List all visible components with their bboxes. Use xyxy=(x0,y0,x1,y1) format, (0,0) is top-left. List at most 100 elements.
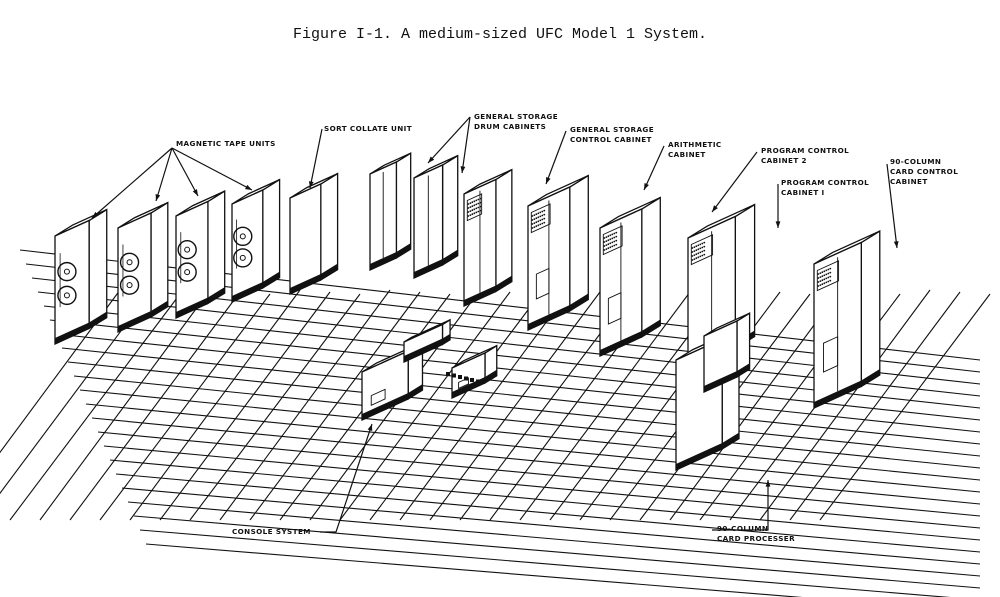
label-program-control-1: PROGRAM CONTROL CABINET I xyxy=(781,178,869,198)
label-general-storage-drum: GENERAL STORAGE DRUM CABINETS xyxy=(474,112,558,132)
leader-line xyxy=(643,145,665,191)
panel-lamp xyxy=(699,255,702,258)
leader-arithmetic xyxy=(643,145,665,191)
panel-lamp xyxy=(823,274,826,277)
floor-grid-line xyxy=(91,417,981,505)
panel-lamp xyxy=(471,213,474,216)
panel-lamp xyxy=(473,208,476,211)
panel-lamp xyxy=(819,276,822,278)
tape-reel xyxy=(57,285,77,306)
panel-lamp xyxy=(607,247,610,250)
panel-lamp xyxy=(825,269,828,272)
panel-lamp xyxy=(471,205,474,208)
panel-lamp xyxy=(471,201,474,204)
label-line: CABINET I xyxy=(781,188,825,197)
console-key xyxy=(446,372,450,376)
label-line: PROGRAM CONTROL xyxy=(781,178,870,187)
floor-grid-line xyxy=(79,389,981,481)
cabinet-window xyxy=(535,267,550,300)
panel-lamp xyxy=(695,245,698,248)
panel-lamp xyxy=(699,243,702,246)
floor-grid-line xyxy=(55,333,981,433)
cabinet-plinth xyxy=(722,432,739,449)
panel-lamp xyxy=(701,250,704,253)
tape-reel xyxy=(177,262,197,282)
label-card-control-cabinet: 90-COLUMN CARD CONTROL CABINET xyxy=(890,157,958,187)
leader-arrowhead xyxy=(192,189,198,196)
panel-lamp xyxy=(611,245,614,248)
tape-reel-hub xyxy=(184,246,191,253)
floor-grid-line xyxy=(669,289,841,521)
console-desk-right xyxy=(451,344,498,400)
leader-drum-1 xyxy=(427,116,471,164)
panel-frame xyxy=(530,203,551,234)
floor-grid-line xyxy=(39,289,211,521)
label-program-control-2: PROGRAM CONTROL CABINET 2 xyxy=(761,146,849,166)
floor-grid-line xyxy=(129,289,301,521)
floor-grid-line xyxy=(69,291,241,521)
panel-lamp xyxy=(703,245,706,248)
panel-lamp xyxy=(691,251,694,253)
panel-lamp xyxy=(827,268,830,271)
cabinet-plinth xyxy=(404,338,443,362)
panel-lamp xyxy=(609,234,612,237)
panel-frame xyxy=(690,234,714,266)
floor-grid-line xyxy=(819,293,991,521)
floor-grid-line xyxy=(127,501,981,577)
floor-grid-line xyxy=(67,361,981,457)
cabinet-window xyxy=(607,292,622,325)
panel-lamp xyxy=(535,225,538,228)
cabinet-plinth xyxy=(207,287,225,304)
console-desk-left xyxy=(361,340,424,422)
panel-lamp xyxy=(823,270,826,273)
arithmetic-cabinet xyxy=(527,174,589,332)
leader-line xyxy=(711,151,758,213)
figure-caption: Figure I-1. A medium-sized UFC Model 1 S… xyxy=(292,26,708,43)
card-processor-hopper xyxy=(703,312,751,394)
label-leader-lines xyxy=(91,116,899,533)
tape-reel-hub xyxy=(239,233,246,240)
leader-line xyxy=(171,147,199,197)
panel-lamp xyxy=(533,222,536,225)
label-line: 90-COLUMN xyxy=(717,524,769,533)
tape-reel xyxy=(233,226,253,247)
leader-console xyxy=(320,423,373,533)
panel-lamp xyxy=(695,249,698,252)
label-line: ARITHMETIC xyxy=(668,140,722,149)
panel-lamp xyxy=(827,276,830,279)
cabinet-plinth xyxy=(320,263,338,280)
cabinet-side xyxy=(495,168,513,293)
panel-lamp xyxy=(615,231,618,234)
panel-lamp xyxy=(605,236,608,239)
console-key xyxy=(476,379,480,384)
panel-lamp xyxy=(477,198,480,201)
panel-lamp xyxy=(827,272,830,275)
panel-lamp xyxy=(611,237,614,240)
panel-lamp xyxy=(467,203,470,205)
panel-lamp xyxy=(817,281,820,283)
label-line: DRUM CABINETS xyxy=(474,122,547,131)
floor-grid-line xyxy=(249,291,421,521)
panel-lamp xyxy=(609,242,612,245)
panel-lamp xyxy=(533,226,536,229)
panel-lamp xyxy=(535,217,538,220)
panel-lamp xyxy=(825,281,828,284)
panel-lamp xyxy=(613,236,616,239)
label-line: CONTROL CABINET xyxy=(570,135,652,144)
tape-reel-hub xyxy=(184,269,191,276)
console-panel xyxy=(403,318,451,364)
cabinet-side xyxy=(395,151,412,260)
sort-collate-unit xyxy=(289,172,339,296)
floor-grid-line xyxy=(115,473,981,553)
panel-lamp xyxy=(467,211,470,213)
console-key xyxy=(470,378,474,382)
general-storage-control-cabinet xyxy=(463,168,513,308)
leader-arrowhead xyxy=(765,480,771,487)
label-line: CARD PROCESSER xyxy=(717,534,796,543)
leader-line xyxy=(427,116,471,164)
panel-lamp xyxy=(473,212,476,215)
panel-lamp xyxy=(697,248,700,251)
tape-reel-hub xyxy=(239,254,246,261)
panel-lamp xyxy=(535,213,538,216)
panel-lamp xyxy=(475,203,478,206)
